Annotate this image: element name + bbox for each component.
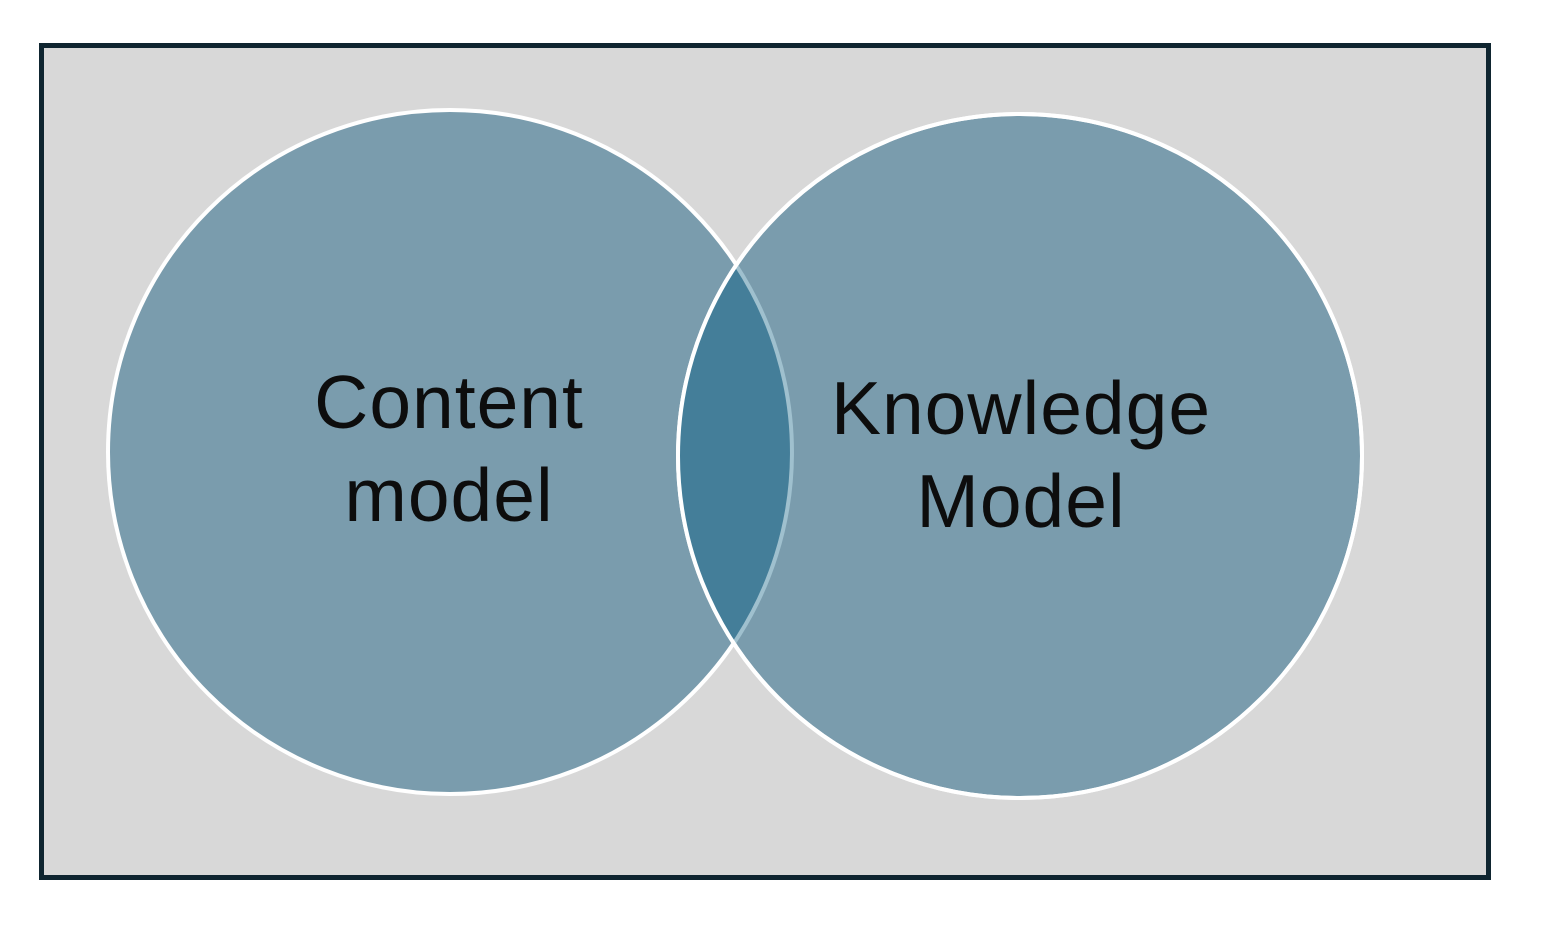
venn-overlap-region xyxy=(678,265,792,643)
right-circle-label: Knowledge Model xyxy=(830,366,1212,543)
venn-right-circle-outline xyxy=(676,112,1364,800)
venn-overlap-inner-edge xyxy=(732,263,794,645)
left-circle-label: Content model xyxy=(314,360,584,537)
